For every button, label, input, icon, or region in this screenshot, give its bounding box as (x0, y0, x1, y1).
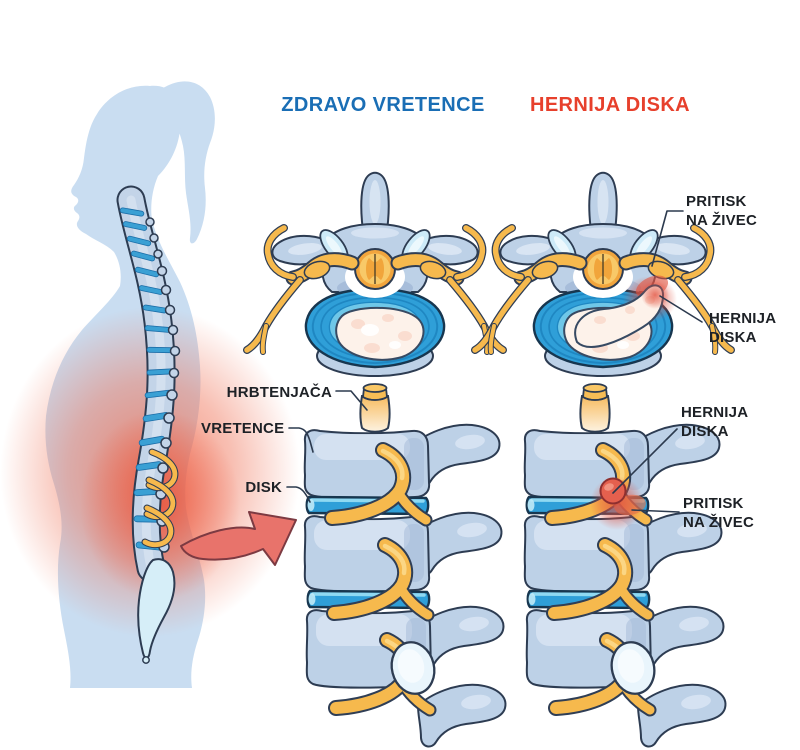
label-pressure-on-nerve-side: PRITISK NA ŽIVEC (683, 495, 755, 531)
label-disc: DISK (245, 479, 282, 496)
leader-pressure-side (631, 509, 680, 513)
leader-disc (286, 486, 311, 503)
cross-section-herniated (475, 173, 731, 376)
spine-column (116, 185, 181, 664)
label-pressure-on-nerve-top: PRITISK NA ŽIVEC (686, 193, 758, 229)
disc-hernia-title: HERNIJA DISKA (529, 94, 691, 116)
tailbone-tip (142, 656, 150, 664)
label-disc-hernia-side: HERNIJA DISKA (681, 404, 749, 440)
label-disc-hernia-top: HERNIJA DISKA (709, 310, 777, 346)
magnify-arrow (180, 511, 297, 566)
disc-bulge (599, 477, 627, 505)
healthy-vertebra-title: ZDRAVO VRETENCE (281, 94, 485, 116)
label-vertebra: VRETENCE (201, 420, 285, 437)
leader-spinal-cord (335, 390, 368, 411)
side-spine-herniated (525, 384, 726, 747)
sacrum (137, 558, 176, 659)
leader-vertebra (288, 427, 314, 453)
leader-lines (286, 210, 703, 513)
leader-hernia-top (659, 295, 703, 323)
side-spine-healthy (305, 384, 506, 747)
leader-hernia-side (612, 428, 678, 494)
lumbar-nerves (141, 448, 179, 549)
leader-pressure-top (651, 210, 684, 267)
label-spinal-cord: HRBTENJAČA (226, 384, 332, 401)
cross-section-healthy (247, 173, 503, 376)
ponytail (155, 81, 215, 244)
